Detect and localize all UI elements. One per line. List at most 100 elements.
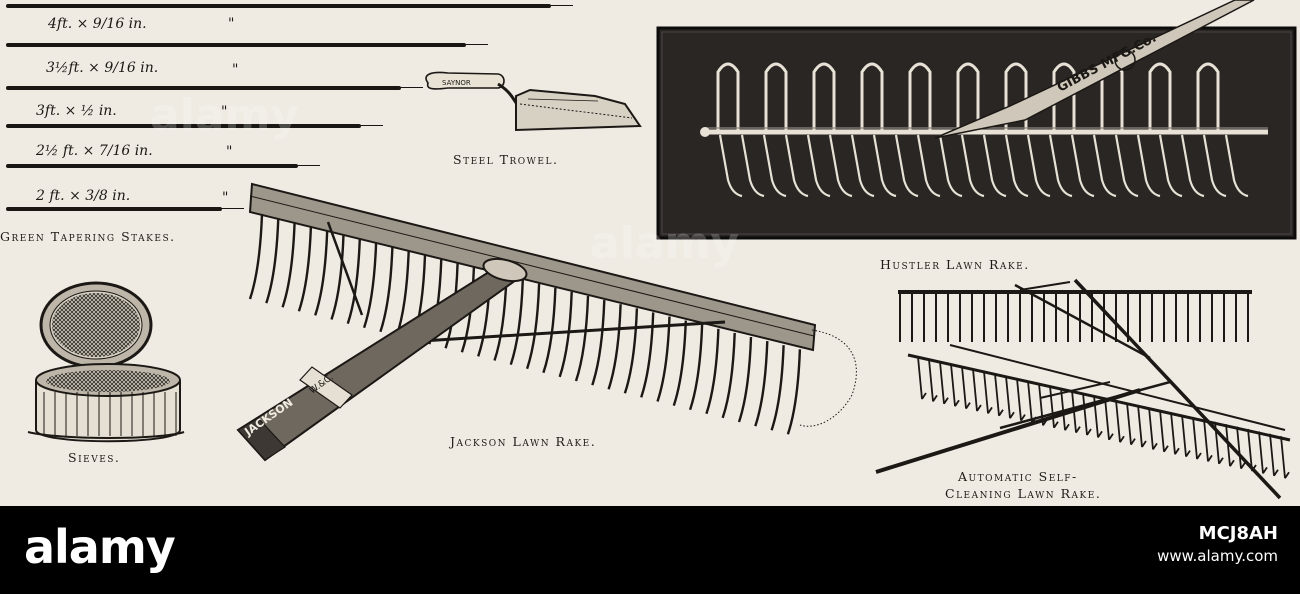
automatic-bottom-tooth [1137, 404, 1147, 448]
jackson-tooth [314, 230, 329, 316]
stake-bar [6, 86, 423, 90]
stake-size-label: 2½ ft. × 7/16 in. [36, 143, 153, 159]
hustler-tooth [1004, 134, 1029, 198]
watermark: alamy [150, 90, 299, 141]
jackson-tooth [574, 295, 590, 382]
automatic-caption-line1: Automatic Self- [958, 469, 1078, 484]
automatic-bottom-tooth [917, 356, 927, 400]
hustler-tooth [1224, 134, 1249, 198]
automatic-bottom-tooth [1269, 433, 1279, 477]
jackson-tooth [721, 332, 736, 419]
hustler-rake-illustration: GIBBS MFG.Co. [656, 0, 1297, 240]
hustler-loop [716, 62, 740, 132]
hustler-tooth [1070, 134, 1095, 198]
hustler-loop [1148, 62, 1172, 132]
automatic-bottom-tooth [1016, 378, 1026, 422]
hustler-tooth [740, 134, 765, 198]
hustler-tooth [872, 134, 897, 198]
illustrations: SAYNOR GIBBS MFG.Co. [27, 0, 1297, 500]
jackson-tooth [509, 279, 524, 365]
jackson-tooth [379, 246, 394, 333]
hustler-caption: Hustler Lawn Rake. [880, 257, 1030, 272]
jackson-tooth [656, 316, 671, 402]
hustler-tooth [1202, 134, 1227, 198]
stakes-caption: Green Tapering Stakes. [0, 229, 176, 244]
stake-bar [6, 164, 320, 168]
ditto-mark: " [221, 104, 228, 120]
ditto-mark: " [228, 16, 235, 32]
jackson-tooth [558, 291, 573, 378]
watermark: alamy [590, 218, 739, 269]
automatic-bottom-tooth [972, 368, 982, 412]
hustler-tooth [850, 134, 875, 198]
jackson-tooth [542, 287, 557, 374]
automatic-bottom-tooth [1049, 385, 1059, 429]
jackson-tooth [754, 341, 769, 427]
jackson-tooth [297, 226, 313, 312]
alamy-logo[interactable]: alamy [24, 520, 176, 574]
automatic-bottom-tooth [1115, 400, 1125, 443]
automatic-bottom-tooth [928, 359, 938, 402]
hustler-loop [764, 62, 788, 132]
jackson-tooth [607, 304, 622, 390]
jackson-tooth [362, 242, 378, 329]
trowel-caption: Steel Trowel. [453, 152, 559, 167]
stake-size-label: 3½ft. × 9/16 in. [46, 60, 159, 76]
hustler-tooth [718, 134, 743, 198]
automatic-bottom-tooth [1060, 388, 1070, 431]
site-link[interactable]: www.alamy.com [1157, 547, 1278, 566]
automatic-bottom-tooth [1170, 412, 1180, 455]
ditto-mark: " [232, 62, 239, 78]
hustler-tooth [1136, 134, 1161, 198]
jackson-tooth [525, 283, 541, 370]
automatic-bottom-tooth [1159, 409, 1169, 453]
hustler-tooth [1114, 134, 1139, 198]
stake-bar [6, 4, 573, 8]
automatic-bottom-tooth [961, 366, 971, 410]
hustler-loop [1052, 62, 1076, 132]
jackson-tooth [737, 336, 753, 423]
hustler-tooth [1158, 134, 1183, 198]
trowel-illustration: SAYNOR [425, 71, 642, 132]
automatic-bottom-tooth [1236, 426, 1246, 470]
sieves-illustration [27, 281, 185, 443]
jackson-tooth [460, 267, 476, 353]
automatic-bottom-tooth [1280, 436, 1290, 479]
automatic-bottom-tooth [1214, 421, 1224, 465]
automatic-bottom-tooth [994, 373, 1004, 417]
stake-bar [6, 124, 383, 128]
hustler-tooth [960, 134, 985, 198]
automatic-caption-line2: Cleaning Lawn Rake. [945, 486, 1102, 501]
hustler-tooth [938, 134, 963, 198]
stake-size-label: 3ft. × ½ in. [36, 103, 117, 119]
hustler-tooth [1048, 134, 1073, 198]
hustler-tooth [982, 134, 1007, 198]
hustler-tooth [828, 134, 853, 198]
automatic-bottom-tooth [1181, 414, 1191, 458]
hustler-tooth [784, 134, 809, 198]
image-code: MCJ8AH www.alamy.com [1157, 522, 1278, 567]
hustler-tooth [1180, 134, 1205, 198]
jackson-tooth [705, 328, 720, 415]
jackson-tooth [640, 312, 655, 398]
stake-bar [6, 43, 488, 47]
automatic-bottom-tooth [939, 361, 949, 405]
automatic-bottom-tooth [1192, 416, 1202, 460]
automatic-bottom-tooth [1104, 397, 1114, 441]
hustler-tooth [1026, 134, 1051, 198]
jackson-tooth [281, 222, 296, 308]
hustler-tooth [894, 134, 919, 198]
automatic-bottom-tooth [1126, 402, 1136, 446]
image-id: MCJ8AH [1198, 523, 1278, 544]
hustler-loop [812, 62, 836, 132]
automatic-bottom-tooth [1005, 376, 1015, 419]
catalog-page: 4ft. × 9/16 in. " 3½ft. × 9/16 in. " 3ft… [0, 0, 1300, 506]
hustler-tooth [806, 134, 831, 198]
jackson-tooth [770, 345, 785, 431]
jackson-tooth [688, 324, 704, 411]
jackson-tooth [623, 308, 639, 394]
stake-bar [6, 207, 244, 211]
jackson-tooth [672, 320, 687, 406]
automatic-bottom-tooth [1247, 428, 1257, 472]
